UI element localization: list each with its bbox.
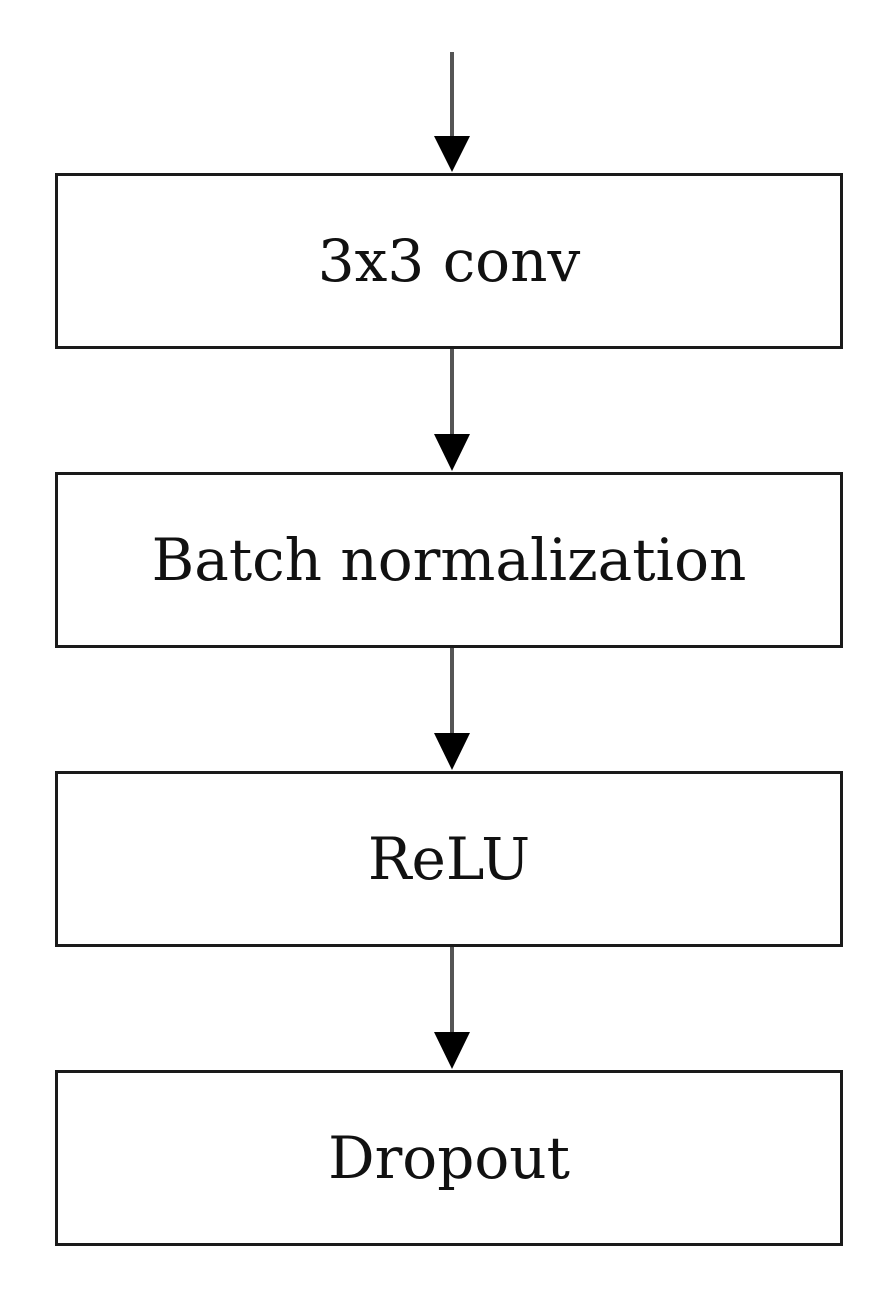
arrow-relu-to-dropout bbox=[434, 947, 470, 1069]
arrow-input-to-conv bbox=[434, 52, 470, 172]
node-batch-normalization-label: Batch normalization bbox=[151, 526, 747, 594]
node-conv-label: 3x3 conv bbox=[317, 227, 581, 295]
arrow-conv-to-bn bbox=[434, 349, 470, 471]
node-dropout-label: Dropout bbox=[328, 1124, 570, 1192]
node-relu: ReLU bbox=[55, 771, 843, 947]
node-dropout: Dropout bbox=[55, 1070, 843, 1246]
arrow-bn-to-relu bbox=[434, 648, 470, 770]
node-conv: 3x3 conv bbox=[55, 173, 843, 349]
node-relu-label: ReLU bbox=[367, 825, 531, 893]
node-batch-normalization: Batch normalization bbox=[55, 472, 843, 648]
